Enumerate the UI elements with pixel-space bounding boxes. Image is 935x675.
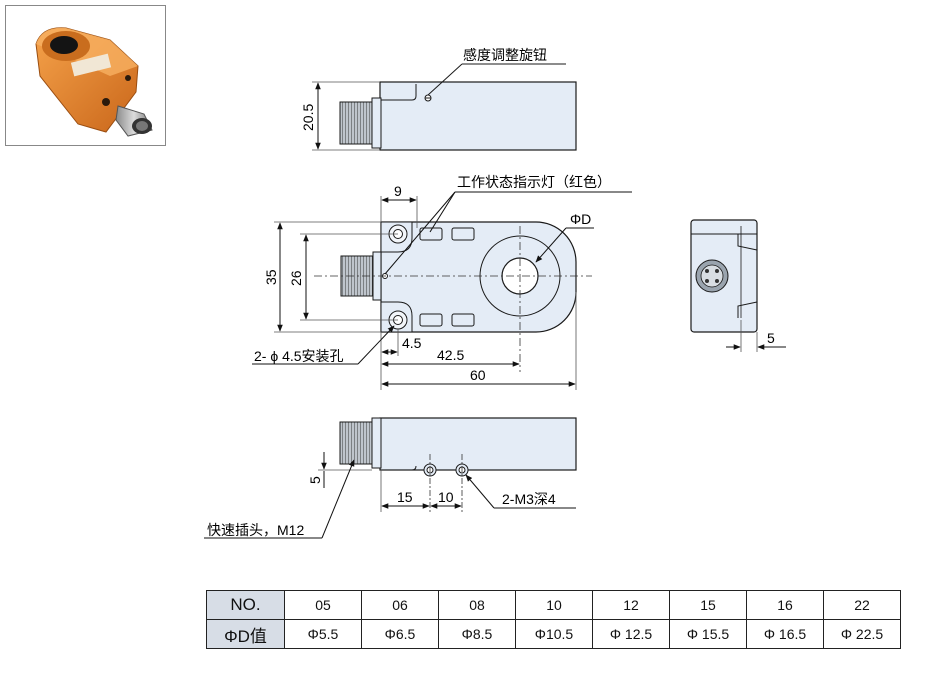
table-cell: 22 [823, 590, 901, 620]
top-view-body [379, 81, 577, 151]
dim-10: 10 [438, 489, 454, 505]
dim-20-5: 20.5 [300, 104, 316, 131]
dim-9: 9 [394, 183, 402, 199]
table-cell: 12 [592, 590, 670, 620]
table-cell: Φ 16.5 [746, 619, 824, 649]
table-cell: Φ10.5 [515, 619, 593, 649]
dim-42-5: 42.5 [437, 347, 464, 363]
dim-4-5: 4.5 [402, 335, 422, 351]
table-cell: 06 [361, 590, 439, 620]
table-cell: 15 [669, 590, 747, 620]
table-cell: Φ 22.5 [823, 619, 901, 649]
bottom-view-connector [339, 421, 373, 465]
table-cell: Φ6.5 [361, 619, 439, 649]
table-cell: 08 [438, 590, 516, 620]
dim-5-bottom: 5 [307, 476, 323, 484]
table-cell: Φ 15.5 [669, 619, 747, 649]
dimension-drawing: 感度调整旋钮 20.5 工作状态指示灯（红色） [204, 47, 786, 539]
table-row: ΦD值 Φ5.5 Φ6.5 Φ8.5 Φ10.5 Φ 12.5 Φ 15.5 Φ… [206, 619, 901, 649]
dim-5-end: 5 [767, 330, 775, 346]
sensor-photo-illustration [35, 27, 153, 137]
label-connector: 快速插头，M12 [207, 522, 304, 538]
table-cell: Φ8.5 [438, 619, 516, 649]
indicator-window-3 [419, 313, 443, 327]
label-indicator-lamp: 工作状态指示灯（红色） [457, 174, 611, 190]
dim-26: 26 [288, 270, 304, 286]
indicator-window-2 [451, 227, 475, 241]
dim-15: 15 [397, 489, 413, 505]
product-photo [5, 5, 166, 146]
dim-60: 60 [470, 367, 486, 383]
table-cell: Φ5.5 [284, 619, 362, 649]
row-header-phi-d: ΦD值 [206, 619, 285, 649]
bottom-view-body [379, 417, 577, 471]
end-view: 5 [690, 219, 786, 352]
indicator-window-1 [419, 227, 443, 241]
table-cell: 10 [515, 590, 593, 620]
top-view-connector [339, 101, 373, 145]
table-cell: 16 [746, 590, 824, 620]
table-cell: 05 [284, 590, 362, 620]
label-m3-holes: 2-M3深4 [502, 491, 556, 507]
label-mounting-holes: 2- ϕ 4.5安装孔 [254, 348, 344, 364]
top-view: 感度调整旋钮 20.5 [300, 47, 577, 151]
table-row: NO. 05 06 08 10 12 15 16 22 [206, 590, 901, 620]
indicator-window-4 [451, 313, 475, 327]
dim-35: 35 [263, 269, 279, 285]
table-cell: Φ 12.5 [592, 619, 670, 649]
phi-d-table: NO. 05 06 08 10 12 15 16 22 ΦD值 Φ5.5 Φ6.… [206, 590, 901, 649]
label-sensitivity-knob: 感度调整旋钮 [463, 47, 547, 63]
label-phi-d: ΦD [570, 211, 591, 227]
front-view: 工作状态指示灯（红色） ΦD 9 35 26 4.5 42.5 60 2- ϕ … [252, 174, 632, 390]
bottom-view: 5 15 10 2-M3深4 快速插头，M12 [204, 417, 577, 539]
row-header-no: NO. [206, 590, 285, 620]
